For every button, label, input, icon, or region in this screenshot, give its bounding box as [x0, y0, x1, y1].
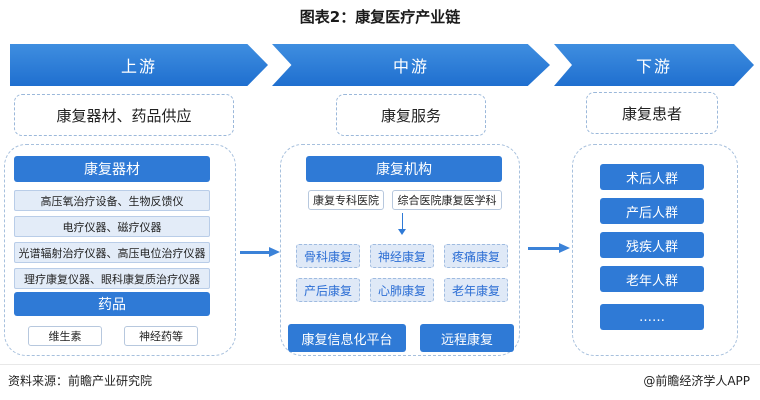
downstream-header: 康复患者 [586, 92, 718, 134]
footer-divider [0, 364, 760, 365]
patient-group: 产后人群 [600, 198, 704, 224]
institutions-title: 康复机构 [306, 156, 502, 182]
flow-arrow-right [528, 243, 570, 253]
patient-group: 残疾人群 [600, 232, 704, 258]
department-tile: 老年康复 [444, 278, 508, 302]
source-note: 资料来源：前瞻产业研究院 [8, 374, 153, 388]
info-platform: 康复信息化平台 [288, 324, 406, 352]
chart-title: 图表2：康复医疗产业链 [299, 8, 461, 26]
institution-type: 综合医院康复医学科 [392, 190, 502, 210]
equipment-item: 电疗仪器、磁疗仪器 [14, 216, 210, 237]
department-tile: 产后康复 [296, 278, 360, 302]
department-tile: 神经康复 [370, 244, 434, 268]
flow-arrow-right [240, 247, 280, 257]
equipment-item: 光谱辐射治疗仪器、高压电位治疗仪器 [14, 242, 210, 263]
patient-group: 术后人群 [600, 164, 704, 190]
patient-group: 老年人群 [600, 266, 704, 292]
down-arrow-head [398, 229, 406, 235]
equipment-item: 高压氧治疗设备、生物反馈仪 [14, 190, 210, 211]
upstream-header: 康复器材、药品供应 [14, 94, 234, 136]
stage-midstream: 中游 [272, 44, 550, 86]
credit-note: @前瞻经济学人APP [643, 374, 750, 388]
remote-rehab: 远程康复 [420, 324, 514, 352]
stage-upstream: 上游 [10, 44, 268, 86]
stage-downstream: 下游 [554, 44, 754, 86]
midstream-header: 康复服务 [336, 94, 486, 136]
equipment-item: 理疗康复仪器、眼科康复质治疗仪器 [14, 268, 210, 289]
institution-type: 康复专科医院 [308, 190, 384, 210]
equipment-title: 康复器材 [14, 156, 210, 182]
department-tile: 心肺康复 [370, 278, 434, 302]
drug-item: 维生素 [28, 326, 102, 346]
drugs-title: 药品 [14, 292, 210, 316]
patient-group-more: …… [600, 304, 704, 330]
department-tile: 骨科康复 [296, 244, 360, 268]
department-tile: 疼痛康复 [444, 244, 508, 268]
down-arrow-line [402, 213, 403, 231]
drug-item: 神经药等 [124, 326, 198, 346]
